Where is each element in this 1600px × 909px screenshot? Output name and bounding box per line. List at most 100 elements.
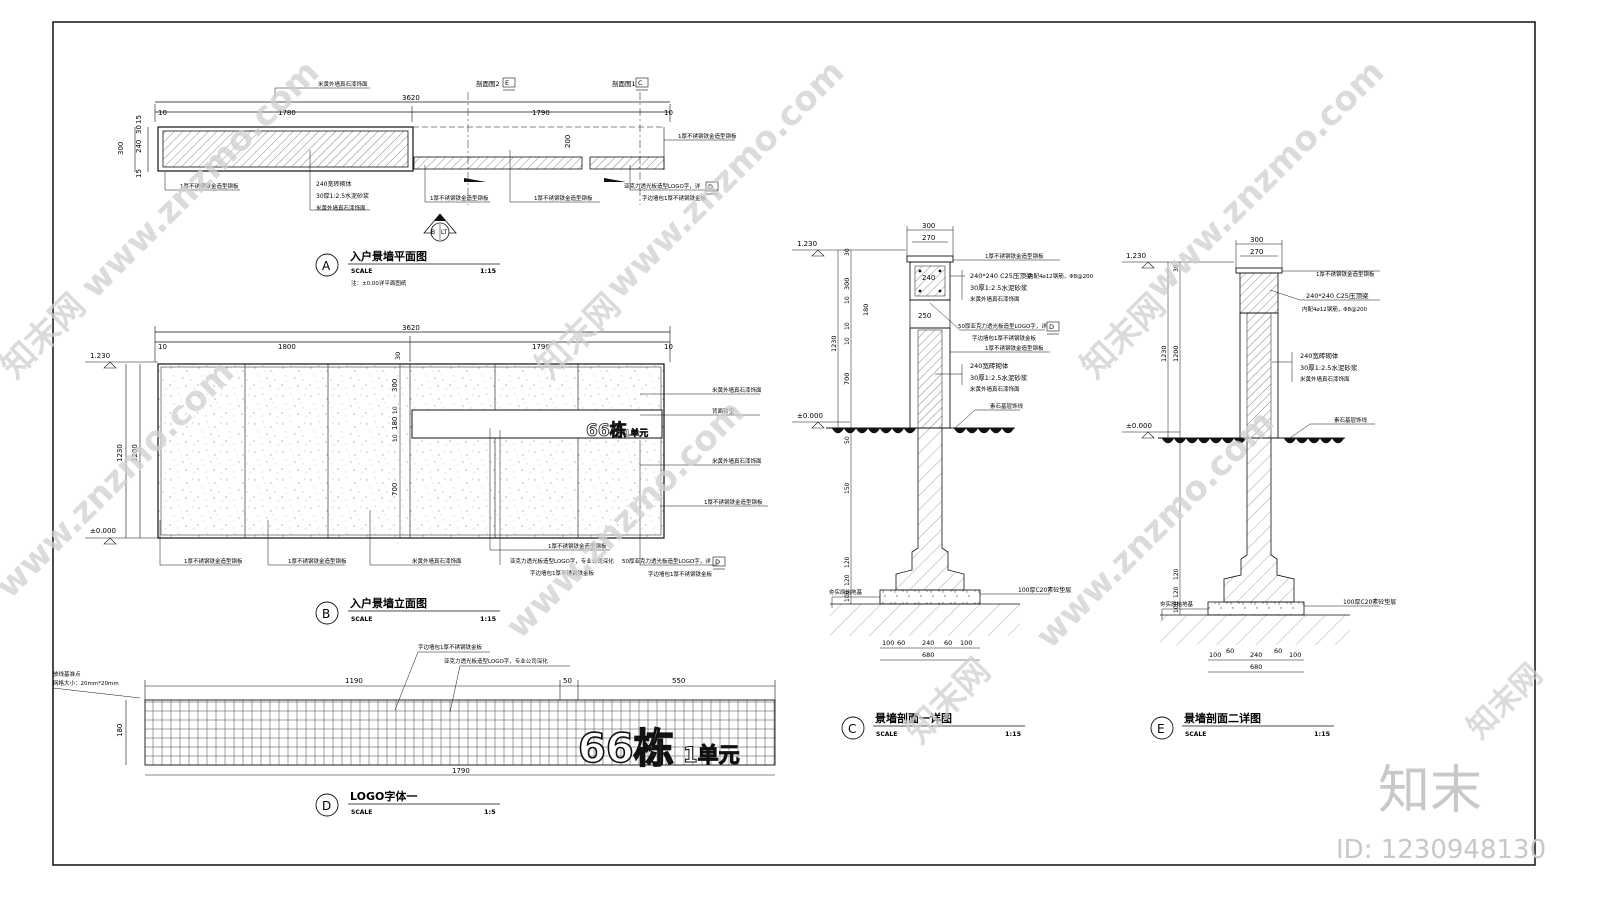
sec2-level-zero: ±0.000	[1126, 422, 1152, 430]
sec2-dim-left-2: 1230	[1160, 345, 1168, 362]
logo-grid-note-1: 放线基准点	[53, 670, 81, 678]
sec2-dim-bottom-0: 100	[1209, 651, 1221, 659]
elev-callout-right-2: 米黄外墙真石漆饰面	[712, 457, 762, 465]
sec2-dim-top-1: 270	[1250, 248, 1263, 256]
watermark-text-1: www.znzmo.com	[73, 52, 327, 306]
elev-dim-top-5: 10	[664, 343, 673, 351]
elev-callout-bottom-2: 米黄外墙真石漆饰面	[412, 557, 462, 565]
sec1-callout-0: 1厚不锈钢铁金造型钢板	[985, 252, 1044, 260]
drawing-c-scale-label: SCALE	[876, 731, 897, 738]
drawing-a-badge	[315, 253, 339, 277]
sec2-callout-2: 内配4⌀12钢筋，Φ8@200	[1302, 305, 1368, 313]
elev-dim-left-1: 1200	[131, 444, 139, 462]
logo-sign-unit: 1单元	[683, 743, 740, 767]
plan-callout-1: 1厚不锈钢铁金造型钢板	[678, 132, 737, 140]
sec1-dim-left-6: 700	[843, 373, 851, 385]
elev-callout-bottom-4: 亚克力透光板造型LOGO字，专业公司深化	[510, 557, 614, 565]
sec1-dim-250: 250	[918, 312, 931, 320]
drawing-d-title: LOGO字体一	[350, 789, 417, 803]
logo-dim-left: 180	[116, 724, 124, 737]
elev-callout-bottom-6: 50厚亚克力透光板造型LOGO字，详	[622, 557, 711, 565]
sec1-dim-bottom-2: 240	[922, 639, 934, 647]
sec1-callout-2: 内配4⌀12钢筋，Φ8@200	[1028, 272, 1094, 280]
elev-callout-bottom-3: 1厚不锈钢铁金造型钢板	[548, 542, 607, 550]
watermark-cn-1: 知末网	[0, 286, 93, 386]
logo-callout-1: 亚克力透光板造型LOGO字，专业公司深化	[444, 657, 548, 665]
cut-c-label: 剖面图1	[612, 79, 636, 88]
sec1-callout-1: 240*240 C25压顶梁	[970, 271, 1033, 280]
drawing-b-scale-label: SCALE	[351, 616, 372, 623]
drawing-b-badge-text: B	[322, 607, 330, 621]
plan-dim-left-0: 300	[117, 142, 125, 155]
logo-grid-note-2: 网格大小：20mm*20mm	[53, 679, 119, 687]
drawing-e-badge-text: E	[1157, 722, 1165, 736]
logo-dim-top-2: 550	[672, 677, 685, 685]
plan-marker-b: B	[431, 229, 435, 236]
sec1-callout-3: 30厚1:2.5水泥砂浆	[970, 283, 1028, 292]
sec2-dim-top-0: 300	[1250, 236, 1263, 244]
plan-callout-2: 1厚不锈钢铁金造型钢板	[180, 182, 239, 190]
drawing-a-plan: 10 1780 3620 1790 10 300 240 30 15 15 20…	[117, 77, 737, 287]
drawing-e-title: 景墙剖面二详图	[1183, 711, 1261, 725]
elev-dim-inner-2: 180	[391, 417, 399, 430]
cut-e-ref: E	[505, 79, 509, 87]
sec1-dim-bottom-3: 60	[944, 639, 952, 647]
watermark-cn-4: 知末网	[898, 651, 998, 751]
sec1-dim-left-0: 30	[844, 248, 851, 256]
plan-dim-left-1: 240	[135, 140, 143, 153]
sec1-callout-4: 米黄外墙真石漆饰面	[970, 295, 1020, 303]
watermark-cn-5: 知末网	[1461, 657, 1549, 745]
sec1-dim-left-5: 10	[844, 337, 851, 345]
sec1-callout-6: 字边墙包1厚不锈钢铁金板	[972, 334, 1037, 342]
plan-callout-0: 米黄外墙真石漆饰面	[318, 80, 368, 88]
sec2-dim-bottom-5: 680	[1250, 663, 1262, 671]
elev-callout-right-1: 背面镂空	[712, 407, 735, 415]
sec2-callout-5: 米黄外墙真石漆饰面	[1300, 375, 1350, 383]
sec1-callout-12: 100厚C20素砼垫层	[1018, 586, 1071, 594]
sec2-level-top: 1.230	[1126, 252, 1146, 260]
sec1-callout-5: 50厚亚克力透光板造型LOGO字，详	[958, 322, 1047, 330]
drawing-b-scale-value: 1:15	[480, 615, 497, 623]
elev-callout-bottom-5: 字边墙包1厚不锈钢铁金板	[530, 569, 595, 577]
plan-callout-6: 1厚不锈钢铁金造型钢板	[430, 194, 489, 202]
drawing-b-title: 入户景墙立面图	[350, 596, 427, 610]
drawing-d-scale-label: SCALE	[351, 809, 372, 816]
drawing-e-section: 300 270 1.230 ±0.000 30 1200 1230 120 12…	[1122, 236, 1396, 740]
elev-callout-right-3: 1厚不锈钢铁金造型钢板	[704, 498, 763, 506]
sec1-dim-bottom-0: 100	[882, 639, 894, 647]
drawing-c-badge-text: C	[848, 722, 856, 736]
drawing-e-scale-label: SCALE	[1185, 731, 1206, 738]
sec1-callout-13: 夯实原始地基	[829, 588, 863, 596]
sec2-dim-left-1: 1200	[1172, 345, 1180, 362]
elev-dim-inner-3: 10	[392, 434, 399, 442]
sec1-callout-8: 240宽砖砌体	[970, 361, 1009, 370]
sec2-callout-6: 素石基层饰线	[1334, 416, 1368, 424]
plan-dim-left-4: 15	[135, 169, 143, 178]
drawing-c-badge	[841, 716, 865, 740]
sec2-callout-0: 1厚不锈钢铁金造型钢板	[1316, 270, 1375, 278]
sec1-dim-left-1: 300	[843, 278, 851, 290]
drawing-b-badge	[315, 601, 339, 625]
sec1-dim-below-1: 150	[844, 482, 851, 494]
sec1-dim-bottom-5: 680	[922, 651, 934, 659]
plan-callout-9: 字边墙包1厚不锈钢铁金板	[642, 194, 707, 202]
elev-dim-inner-4: 700	[391, 483, 399, 496]
plan-dim-left-3: 15	[135, 115, 143, 124]
sec1-dim-left-4: 180	[862, 304, 870, 316]
drawing-a-scale-label: SCALE	[351, 268, 372, 275]
drawing-a-badge-text: A	[322, 259, 331, 273]
elev-dim-inner-1: 10	[392, 406, 399, 414]
elev-dim-inner-0: 300	[391, 379, 399, 392]
plan-marker-lt: LT	[441, 229, 448, 236]
watermark-text-2: www.znzmo.com	[598, 52, 852, 306]
drawing-a-note: 注：±0.00详平面图纸	[351, 279, 407, 287]
drawing-d-badge	[315, 793, 339, 817]
sec1-dim-top-0: 300	[922, 222, 935, 230]
drawing-d-scale-value: 1:5	[484, 808, 496, 816]
sec1-callout-11: 素石基层饰线	[990, 402, 1024, 410]
brand-id: ID: 1230948130	[1336, 835, 1546, 865]
drawing-d-logo: 放线基准点 网格大小：20mm*20mm 1190 50 550 66栋 1单元…	[52, 643, 776, 817]
elev-dim-top-4: 1790	[532, 343, 550, 351]
elev-sign-number: 66栋	[586, 420, 627, 441]
